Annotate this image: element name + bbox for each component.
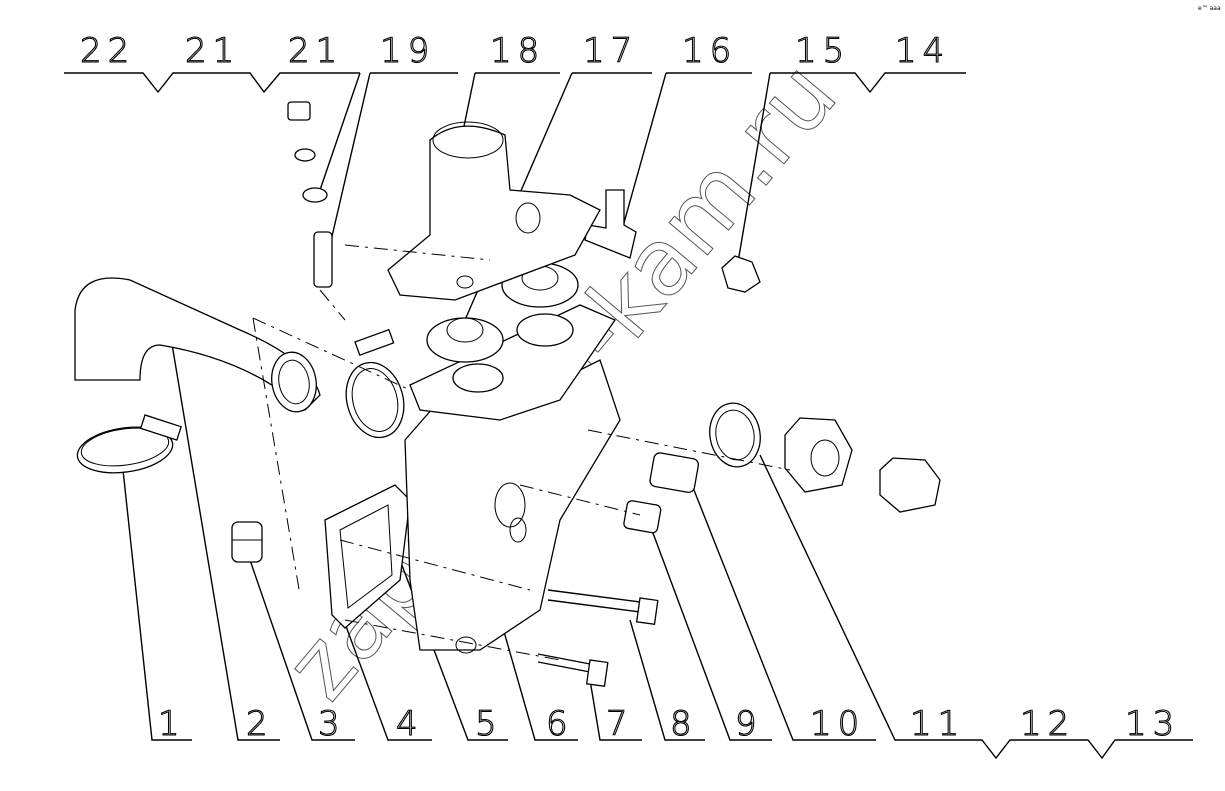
callout-14: 14 <box>895 31 950 71</box>
bolt-8 <box>547 589 659 626</box>
callout-15: 15 <box>795 31 850 71</box>
outlet-cover-18 <box>387 121 601 301</box>
callout-9: 9 <box>735 704 763 744</box>
callout-13: 13 <box>1125 704 1180 744</box>
stud-nut-washers <box>287 101 333 288</box>
hose-clamp-middle <box>345 328 405 439</box>
callout-11: 11 <box>910 704 965 744</box>
callout-7: 7 <box>606 704 634 744</box>
plug-9 <box>623 500 662 534</box>
callout-10: 10 <box>810 704 865 744</box>
callout-16: 16 <box>682 31 737 71</box>
callout-12: 12 <box>1020 704 1075 744</box>
plug-10 <box>649 452 700 493</box>
callout-18: 18 <box>490 31 545 71</box>
callout-21b: 21 <box>288 31 343 71</box>
assembly-axes <box>252 244 791 661</box>
cap-13 <box>879 457 941 513</box>
bottom-callouts: 1 2 3 4 5 6 7 8 9 10 11 12 13 <box>157 703 1180 744</box>
callout-21a: 21 <box>185 31 240 71</box>
callout-1: 1 <box>158 704 186 744</box>
sealing-ring-11 <box>709 402 761 468</box>
flange-gasket <box>324 484 411 629</box>
callout-8: 8 <box>670 704 698 744</box>
plug-3 <box>231 521 263 563</box>
callout-19: 19 <box>380 31 435 71</box>
corner-label: e™ aaa <box>1198 5 1221 12</box>
callout-3: 3 <box>318 704 346 744</box>
top-leader-lines <box>64 72 966 321</box>
hex-fitting-12 <box>784 417 853 493</box>
callout-2: 2 <box>246 704 274 744</box>
bleed-pipe-16 <box>584 189 637 259</box>
callout-22: 22 <box>80 31 135 71</box>
top-callouts: 22 21 21 19 18 17 16 15 14 <box>79 30 950 71</box>
callout-4: 4 <box>396 704 424 744</box>
callout-17: 17 <box>583 31 638 71</box>
thermostat-left <box>426 317 504 393</box>
callout-5: 5 <box>475 704 503 744</box>
curved-hose <box>74 277 321 413</box>
hose-clamp-left <box>76 414 182 474</box>
bolt-7 <box>537 653 609 688</box>
fitting-15 <box>721 255 761 293</box>
callout-6: 6 <box>546 704 574 744</box>
